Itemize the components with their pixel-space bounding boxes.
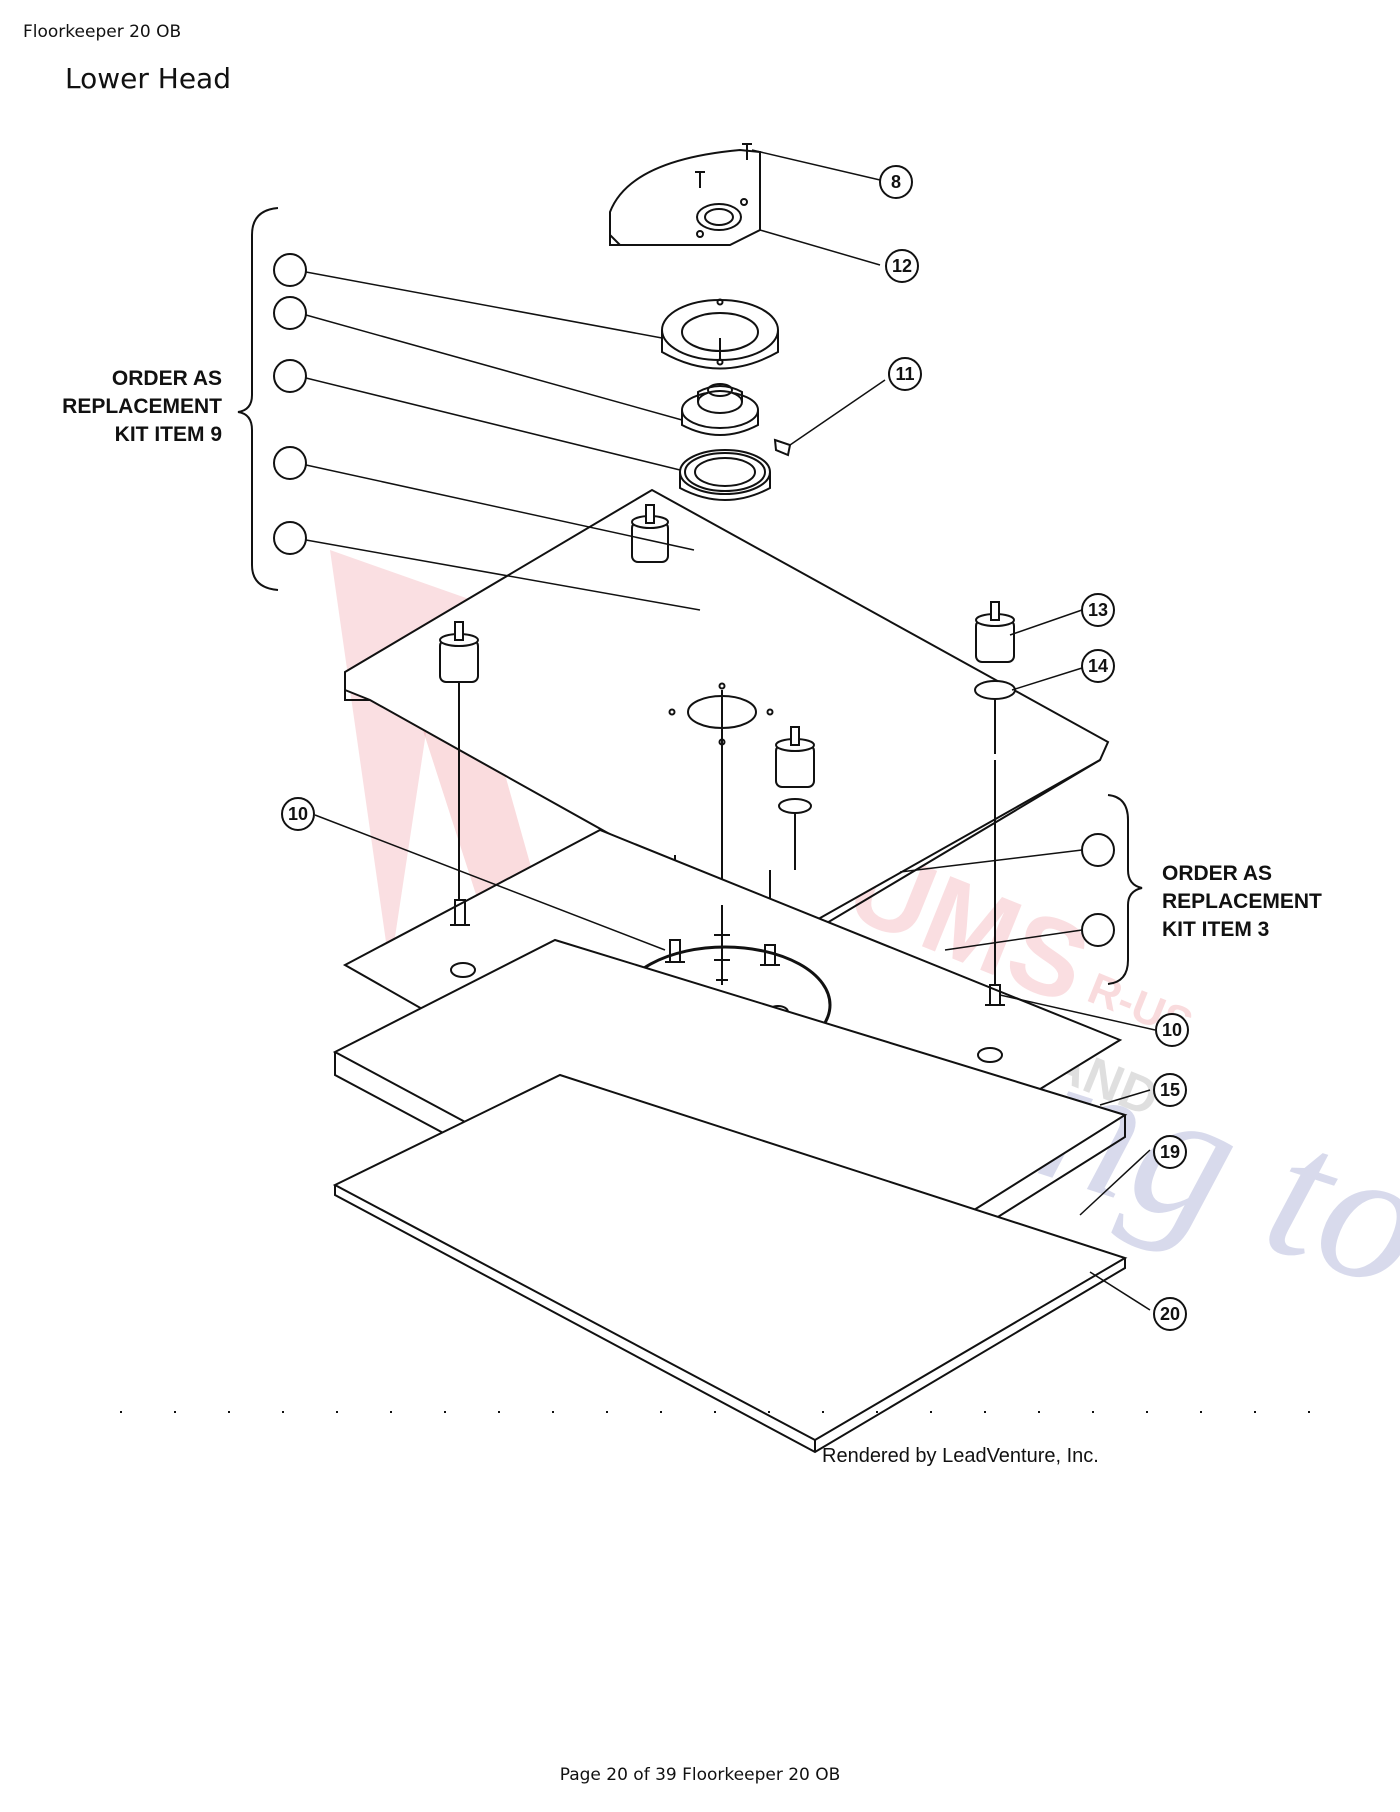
kit-3-line2: REPLACEMENT (1162, 890, 1322, 913)
callout-10-left[interactable] (281, 797, 315, 831)
kit-9-line1: ORDER AS (112, 367, 222, 390)
document-title: Floorkeeper 20 OB (23, 22, 182, 42)
callout-kit3-a[interactable] (1081, 833, 1115, 867)
callout-10-right-label: 10 (1162, 1020, 1182, 1040)
shock-mount-1 (631, 504, 669, 563)
callout-10-right[interactable] (1155, 1013, 1189, 1047)
cover-plate (609, 143, 761, 246)
callout-10-left-label: 10 (288, 804, 308, 824)
kit-3-bracket (1081, 794, 1143, 985)
callout-kit9-a[interactable] (273, 253, 307, 287)
callout-20-label: 20 (1160, 1304, 1180, 1324)
callout-kit3-b[interactable] (1081, 913, 1115, 947)
callout-kit9-d[interactable] (273, 446, 307, 480)
page-title: Lower Head (65, 62, 231, 95)
callout-11[interactable] (888, 357, 922, 391)
callout-12-label: 12 (892, 256, 912, 276)
kit-9-bracket (237, 207, 307, 591)
spindle-hub (681, 383, 759, 436)
callout-13-label: 13 (1088, 600, 1108, 620)
shock-mount-2 (439, 621, 479, 900)
kit-3-line1: ORDER AS (1162, 862, 1272, 885)
callout-12[interactable] (885, 249, 919, 283)
bearing-housing (661, 298, 779, 370)
leader-lines (305, 149, 1156, 1311)
shock-mount-4 (974, 601, 1016, 985)
callout-8-label: 8 (891, 172, 901, 192)
shock-mount-3 (775, 726, 815, 870)
set-screw (773, 438, 792, 457)
callout-kit9-e[interactable] (273, 521, 307, 555)
callout-11-label: 11 (895, 364, 914, 384)
callout-19-label: 19 (1160, 1142, 1180, 1162)
callout-19[interactable] (1153, 1135, 1187, 1169)
callout-15[interactable] (1153, 1073, 1187, 1107)
callout-14[interactable] (1081, 649, 1115, 683)
callout-kit9-b[interactable] (273, 296, 307, 330)
kit-9-line2: REPLACEMENT (62, 395, 222, 418)
render-credit: Rendered by LeadVenture, Inc. (822, 1445, 1099, 1467)
callout-20[interactable] (1153, 1297, 1187, 1331)
callout-13[interactable] (1081, 593, 1115, 627)
callout-8[interactable] (879, 165, 913, 199)
kit-9-line3: KIT ITEM 9 (115, 423, 222, 446)
callout-14-label: 14 (1088, 656, 1108, 676)
callout-15-label: 15 (1160, 1080, 1180, 1100)
bearing (679, 449, 771, 501)
kit-3-line3: KIT ITEM 3 (1162, 918, 1269, 941)
pad-19 (332, 1073, 1128, 1454)
callout-kit9-c[interactable] (273, 359, 307, 393)
page-footer: Page 20 of 39 Floorkeeper 20 OB (559, 1765, 841, 1785)
